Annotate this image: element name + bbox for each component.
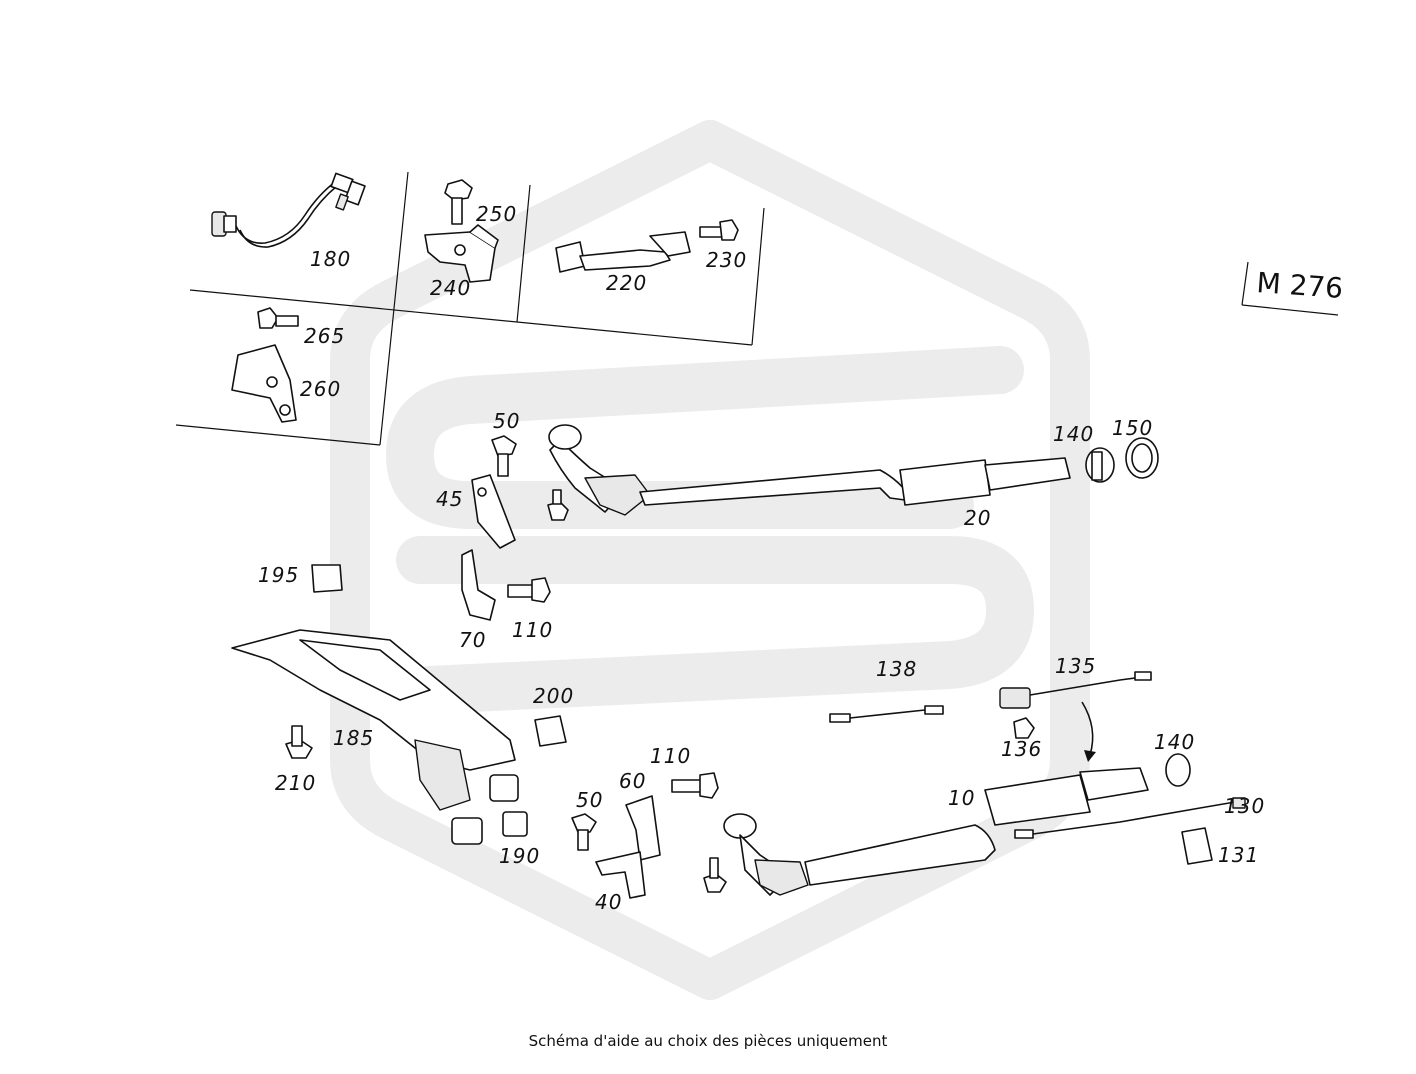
callout-130: 130 — [1224, 794, 1265, 818]
callout-131: 131 — [1218, 843, 1259, 867]
callout-50-lower: 50 — [576, 788, 603, 812]
bolt-110-upper[interactable] — [507, 577, 551, 603]
bracket-200[interactable] — [534, 715, 567, 747]
callout-150: 150 — [1112, 416, 1153, 440]
clamp-140-lower[interactable] — [1165, 753, 1191, 787]
callout-45: 45 — [436, 487, 463, 511]
callout-180: 180 — [310, 247, 351, 271]
bolt-110-lower[interactable] — [671, 772, 719, 799]
callout-110-upper: 110 — [512, 618, 553, 642]
bolt-265[interactable] — [257, 307, 299, 329]
clip-195[interactable] — [311, 564, 343, 593]
callout-210: 210 — [275, 771, 316, 795]
sensor-135[interactable] — [999, 671, 1152, 709]
front-pipe-catalyst-10[interactable] — [723, 767, 1149, 896]
bracket-45[interactable] — [471, 474, 516, 549]
sensor-130[interactable] — [1014, 797, 1246, 839]
callout-136: 136 — [1001, 737, 1042, 761]
callout-240: 240 — [430, 276, 471, 300]
callout-260: 260 — [300, 377, 341, 401]
subframe-185[interactable] — [231, 629, 519, 845]
callout-70: 70 — [459, 628, 486, 652]
bushing-190[interactable] — [502, 811, 528, 837]
bracket-40[interactable] — [595, 851, 646, 899]
strip-138[interactable] — [829, 705, 944, 723]
bracket-220[interactable] — [555, 231, 691, 273]
callout-220: 220 — [606, 271, 647, 295]
bracket-60[interactable] — [625, 795, 661, 861]
callout-138: 138 — [876, 657, 917, 681]
bolt-50-lower-b[interactable] — [703, 857, 727, 893]
callout-20: 20 — [964, 506, 991, 530]
callout-265: 265 — [304, 324, 345, 348]
bracket-131[interactable] — [1181, 827, 1213, 865]
clamp-140[interactable] — [1085, 447, 1115, 483]
bolt-50-small[interactable] — [547, 489, 569, 521]
ring-150[interactable] — [1125, 437, 1159, 479]
bracket-70[interactable] — [461, 549, 496, 621]
callout-195: 195 — [258, 563, 299, 587]
direction-arrow — [1081, 701, 1096, 762]
bolt-250[interactable] — [444, 179, 473, 225]
bracket-240[interactable] — [424, 224, 499, 283]
callout-200: 200 — [533, 684, 574, 708]
callout-230: 230 — [706, 248, 747, 272]
callout-40: 40 — [595, 890, 622, 914]
callout-110-lower: 110 — [650, 744, 691, 768]
caption: Schéma d'aide au choix des pièces unique… — [528, 1032, 888, 1050]
engine-code-box — [1241, 261, 1339, 316]
callout-185: 185 — [333, 726, 374, 750]
watermark-logo — [330, 120, 1090, 1000]
bolt-230[interactable] — [699, 219, 739, 241]
callout-140-upper: 140 — [1053, 422, 1094, 446]
engine-code: M 276 — [1256, 266, 1345, 305]
callout-135: 135 — [1055, 654, 1096, 678]
nut-136[interactable] — [1013, 717, 1035, 739]
callout-60: 60 — [619, 769, 646, 793]
oxygen-sensor-180[interactable] — [211, 172, 366, 248]
callout-10: 10 — [948, 786, 975, 810]
bolt-50-lower[interactable] — [571, 813, 597, 851]
bolt-50-upper[interactable] — [491, 435, 517, 477]
bracket-260[interactable] — [231, 344, 297, 423]
callout-190: 190 — [499, 844, 540, 868]
bolt-210[interactable] — [285, 725, 313, 759]
callout-140-lower: 140 — [1154, 730, 1195, 754]
front-pipe-catalyst-20[interactable] — [548, 424, 1071, 516]
inset-frames — [175, 171, 765, 446]
callout-250: 250 — [476, 202, 517, 226]
callout-50-upper: 50 — [493, 409, 520, 433]
